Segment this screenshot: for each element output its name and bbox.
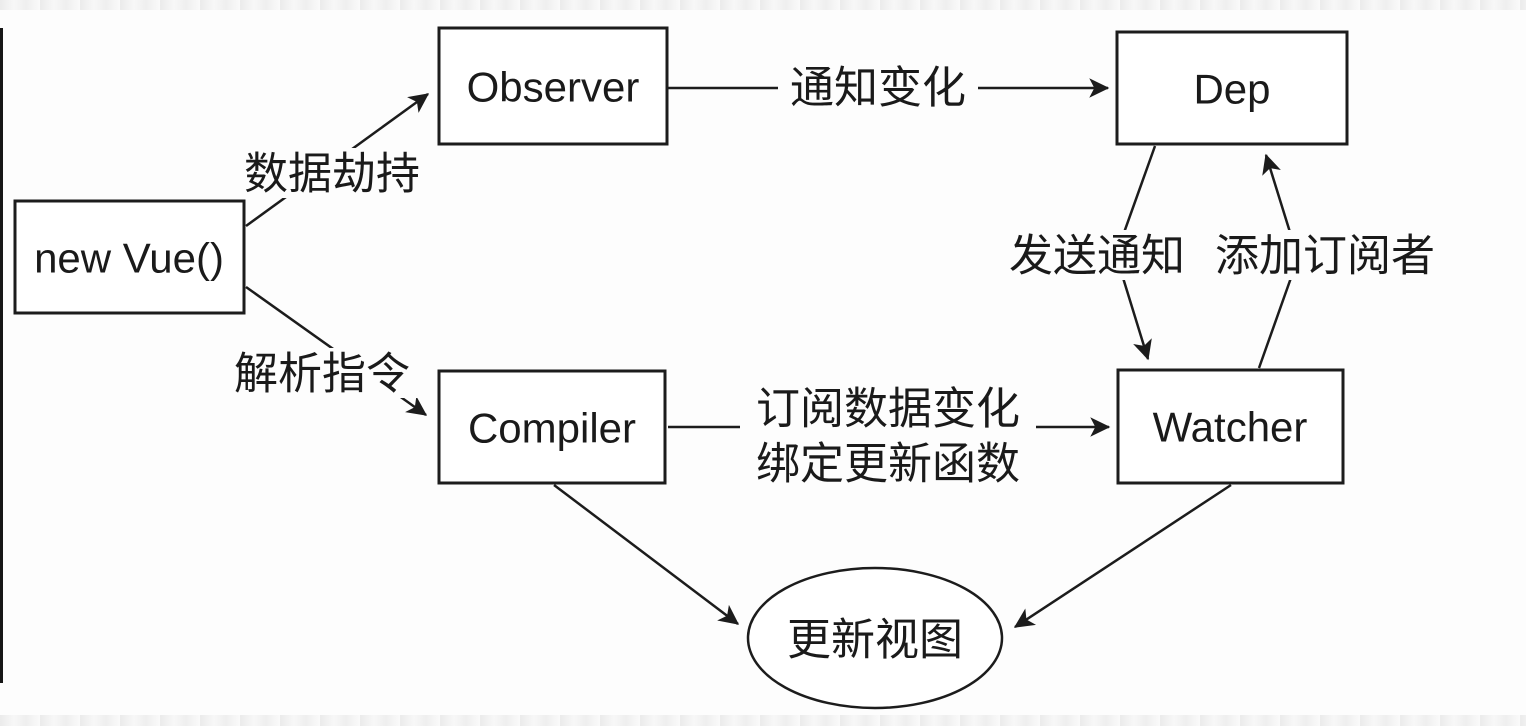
node-watcher-label: Watcher bbox=[1153, 404, 1308, 451]
node-dep-label: Dep bbox=[1193, 66, 1270, 113]
node-update-view-label: 更新视图 bbox=[787, 616, 963, 665]
edge-label-notify-change-text: 通知变化 bbox=[790, 64, 966, 113]
left-edge-artifact bbox=[0, 28, 3, 683]
edge-label-data-hijack-text: 数据劫持 bbox=[244, 150, 420, 199]
node-watcher: Watcher bbox=[1116, 368, 1345, 485]
node-compiler-label: Compiler bbox=[468, 405, 636, 452]
top-edge-artifact bbox=[0, 0, 1526, 10]
node-dep: Dep bbox=[1115, 30, 1349, 146]
edge-label-send-notification: 发送通知 bbox=[1008, 230, 1190, 281]
edge-label-send-notification-text: 发送通知 bbox=[1009, 232, 1185, 281]
edge-label-parse-directives-text: 解析指令 bbox=[234, 350, 410, 399]
node-new-vue-label: new Vue() bbox=[34, 235, 224, 282]
node-new-vue: new Vue() bbox=[13, 199, 246, 315]
node-update-view: 更新视图 bbox=[746, 566, 1004, 710]
edge-label-data-hijack: 数据劫持 bbox=[234, 148, 430, 199]
node-compiler: Compiler bbox=[437, 369, 667, 485]
edge-watcher-updateview bbox=[1013, 483, 1232, 629]
edge-label-subscribe-text: 订阅数据变化 bbox=[756, 385, 1020, 434]
bottom-edge-artifact bbox=[0, 715, 1526, 726]
edge-label-bind-update-text: 绑定更新函数 bbox=[756, 440, 1020, 489]
edge-label-subscribe-bind: 订阅数据变化 绑定更新函数 bbox=[740, 381, 1036, 489]
edge-compiler-updateview bbox=[553, 484, 740, 625]
node-observer-label: Observer bbox=[467, 64, 640, 111]
edge-label-notify-change: 通知变化 bbox=[778, 62, 978, 113]
edge-label-add-subscriber-text: 添加订阅者 bbox=[1215, 232, 1435, 281]
edge-label-add-subscriber: 添加订阅者 bbox=[1215, 230, 1435, 281]
edge-label-parse-directives: 解析指令 bbox=[224, 348, 420, 399]
node-observer: Observer bbox=[437, 26, 669, 146]
